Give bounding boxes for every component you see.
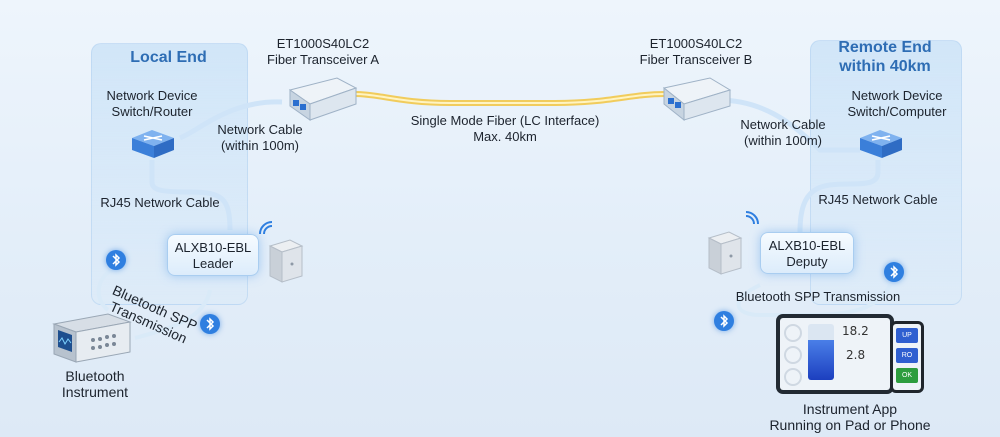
tablet-tank-gauge: [808, 324, 834, 380]
remote-bluetooth-label: Bluetooth SPP Transmission: [735, 289, 901, 304]
remote-network-device-label: Network Device Switch/Computer: [847, 88, 947, 119]
tablet-device: 18.2 2.8: [776, 314, 894, 394]
phone-device: UP RO OK: [890, 321, 924, 393]
transceiver-a-icon: [288, 77, 358, 121]
phone-button-ok[interactable]: OK: [896, 368, 918, 383]
remote-rj45-line: [797, 160, 881, 233]
local-end-title: Local End: [130, 49, 207, 66]
local-bt-arc: [96, 268, 114, 312]
remote-rj45-label: RJ45 Network Cable: [818, 192, 938, 207]
transceiver-b-icon: [662, 77, 732, 122]
remote-network-cable-line: [717, 97, 860, 153]
leader-device-box: ALXB10-EBL Leader: [167, 234, 259, 276]
remote-end-title: Remote End within 40km: [838, 39, 932, 75]
leader-wifi-icon: [259, 221, 273, 235]
fiber-label: Single Mode Fiber (LC Interface) Max. 40…: [410, 113, 600, 144]
local-network-cable-label: Network Cable (within 100m): [217, 122, 303, 153]
bluetooth-instrument-label: Bluetooth Instrument: [61, 368, 129, 400]
local-rj45-line: [149, 160, 233, 231]
bluetooth-icon-remote-right: [884, 262, 904, 282]
tablet-readout-2: 2.8: [846, 348, 866, 362]
phone-button-up[interactable]: UP: [896, 328, 918, 343]
tablet-readout-1: 18.2: [842, 324, 869, 338]
deputy-module-icon: [707, 231, 743, 275]
instrument-app-label: Instrument App Running on Pad or Phone: [769, 401, 931, 433]
phone-button-ro[interactable]: RO: [896, 348, 918, 363]
transceiver-a-label: ET1000S40LC2 Fiber Transceiver A: [267, 36, 379, 67]
bluetooth-icon-local-top: [106, 250, 126, 270]
bluetooth-icon-remote-left: [714, 311, 734, 331]
tablet-screen: 18.2 2.8: [780, 318, 890, 390]
remote-switch-icon: [860, 130, 902, 158]
local-network-device-label: Network Device Switch/Router: [106, 88, 198, 119]
local-network-cable-line: [178, 99, 283, 141]
deputy-device-box: ALXB10-EBL Deputy: [760, 232, 854, 274]
bluetooth-instrument-icon: [52, 313, 132, 363]
remote-network-cable-label: Network Cable (within 100m): [740, 117, 826, 148]
leader-module-icon: [268, 239, 304, 283]
transceiver-b-label: ET1000S40LC2 Fiber Transceiver B: [639, 36, 753, 67]
tablet-sidebar: [784, 324, 804, 386]
local-switch-icon: [132, 130, 174, 158]
deputy-wifi-icon: [745, 211, 759, 225]
local-rj45-label: RJ45 Network Cable: [100, 195, 220, 210]
bluetooth-icon-local-bottom: [200, 314, 220, 334]
